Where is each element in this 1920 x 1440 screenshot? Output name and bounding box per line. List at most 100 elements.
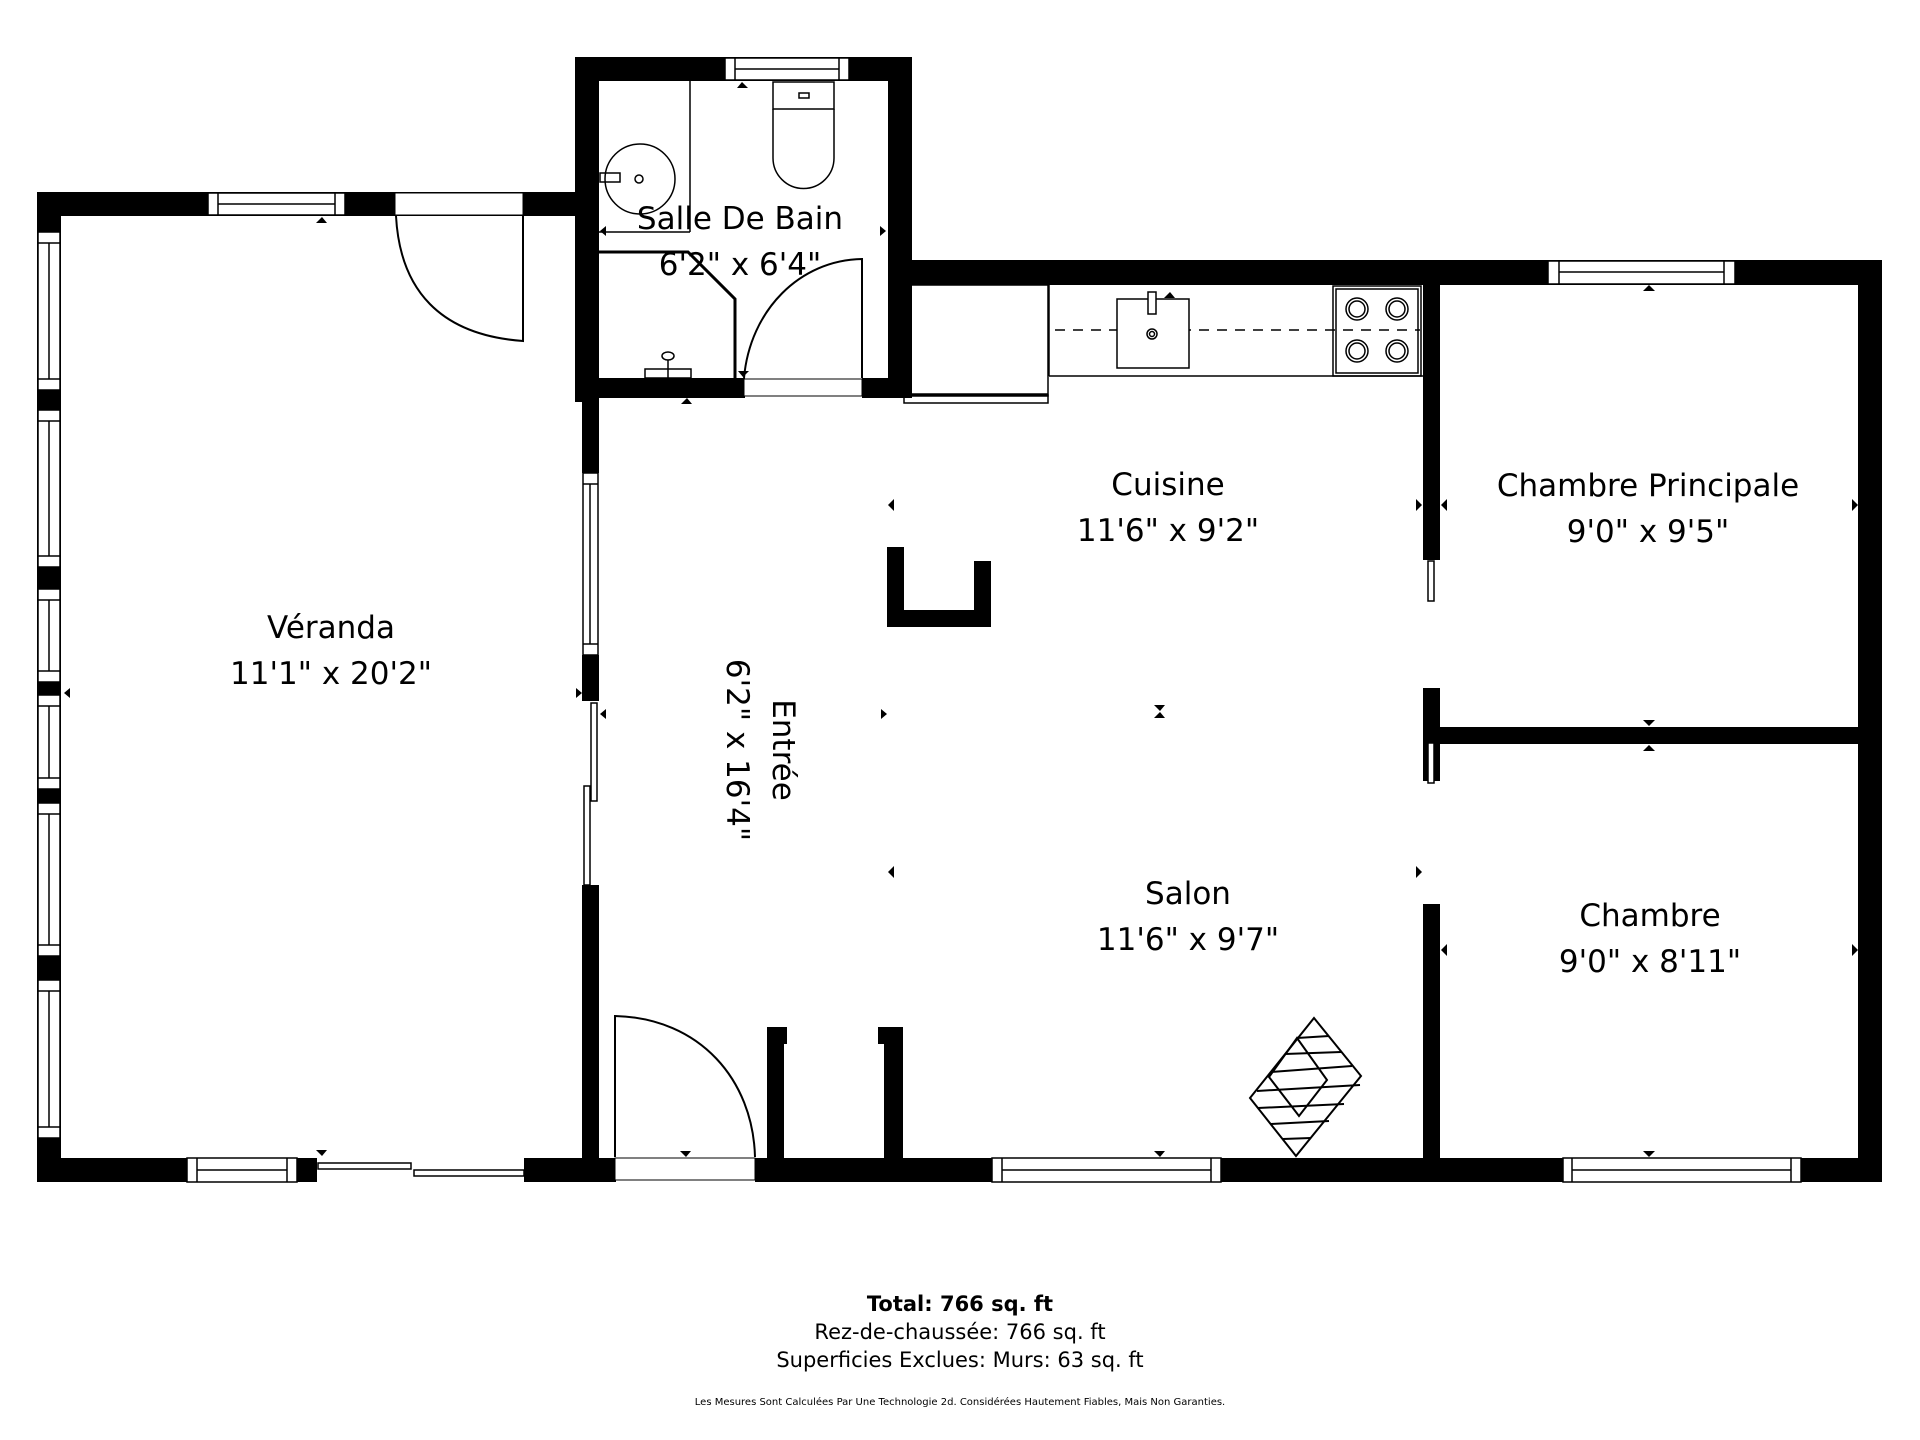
- wall-main-bottom-2: [1221, 1158, 1564, 1182]
- room-name: Chambre Principale: [1496, 468, 1800, 504]
- wall-bath-bottom: [575, 378, 745, 398]
- wall-bottom-mid: [524, 1158, 616, 1182]
- window-veranda-left-4: [37, 694, 61, 790]
- room-name: Cuisine: [1111, 467, 1225, 503]
- window-veranda-left-5: [37, 802, 61, 957]
- door-swing-entree: [614, 1014, 756, 1158]
- marker-chambre-p-top: [1643, 285, 1655, 291]
- window-veranda-left-2: [37, 409, 61, 568]
- door-swing-veranda-top: [395, 215, 524, 343]
- room-label-salle-de-bain: Salle De Bain 6'2" x 6'4": [637, 196, 843, 288]
- room-name: Chambre: [1579, 898, 1721, 934]
- wall-right: [1858, 260, 1882, 1182]
- closet-top-left: [767, 1027, 787, 1044]
- closet-top-right: [878, 1027, 903, 1044]
- door-swing-bathroom: [743, 257, 863, 379]
- door-chambre-principale: [1427, 560, 1435, 602]
- room-dimensions: 11'1" x 20'2": [230, 656, 432, 692]
- door-swings: [395, 215, 863, 1158]
- sliding-door-entree: [583, 702, 598, 886]
- room-dimensions: 11'6" x 9'2": [1076, 513, 1260, 549]
- window-veranda-left-3: [37, 588, 61, 683]
- rug-icon: [1248, 1016, 1363, 1158]
- total-area: Total: 766 sq. ft: [866, 1292, 1054, 1316]
- wall-entree-left-top: [582, 395, 599, 473]
- marker-cuisine-salon-divide-bottom: [1154, 712, 1165, 718]
- marker-cuisine-salon-divide-top: [1154, 705, 1165, 711]
- room-label-cuisine: Cuisine 11'6" x 9'2": [1077, 462, 1259, 554]
- window-salon-bottom: [991, 1157, 1222, 1183]
- marker-veranda-left: [64, 688, 70, 698]
- marker-cuisine-right: [1416, 499, 1422, 511]
- wall-entree-left-mid: [582, 655, 599, 701]
- room-name: Salon: [1145, 876, 1231, 912]
- bath-faucet-icon: [644, 351, 692, 379]
- window-chambre-principale-top: [1547, 260, 1736, 285]
- marker-entree-left: [600, 709, 606, 719]
- wall-main-bottom: [755, 1158, 993, 1182]
- closet-right-wall: [884, 1027, 903, 1162]
- room-name: Entrée: [765, 699, 801, 801]
- window-bathroom-top: [724, 57, 850, 81]
- room-label-chambre: Chambre 9'0" x 8'11": [1559, 893, 1741, 985]
- window-veranda-left-1: [37, 231, 61, 391]
- marker-cuisine-top: [1164, 292, 1175, 298]
- toilet-icon: [772, 81, 835, 190]
- wall-entree-left-bottom: [582, 885, 599, 1182]
- window-veranda-left-6: [37, 979, 61, 1139]
- marker-chambre-p-left: [1441, 499, 1447, 511]
- marker-chambre-top: [1643, 745, 1655, 751]
- wall-bedrooms-left-bottom: [1423, 904, 1440, 1182]
- closet-left-wall: [767, 1027, 784, 1162]
- stove-icon: [1332, 285, 1422, 377]
- window-entree-left: [582, 472, 599, 656]
- room-label-veranda: Véranda 11'1" x 20'2": [230, 605, 432, 697]
- room-name: Véranda: [267, 610, 395, 646]
- room-dimensions: 6'2" x 16'4": [719, 658, 755, 842]
- sliding-door-veranda: [317, 1162, 525, 1177]
- ground-floor-area: Rez-de-chaussée: 766 sq. ft: [814, 1320, 1106, 1344]
- door-chambre: [1427, 742, 1435, 784]
- fixtures: [599, 80, 1423, 1158]
- marker-veranda-right: [576, 688, 582, 698]
- room-label-salon: Salon 11'6" x 9'7": [1097, 871, 1279, 963]
- fridge-icon: [903, 284, 1049, 397]
- marker-bath-left: [600, 226, 606, 236]
- excluded-area: Superficies Exclues: Murs: 63 sq. ft: [776, 1348, 1144, 1372]
- door-opening-veranda-top: [394, 192, 524, 216]
- room-dimensions: 9'0" x 8'11": [1558, 944, 1742, 980]
- marker-salon-left: [888, 866, 894, 878]
- dimension-markers: [64, 82, 1858, 1157]
- marker-cuisine-left: [888, 499, 894, 511]
- marker-chambre-p-right: [1852, 499, 1858, 511]
- marker-chambre-p-bottom: [1643, 720, 1655, 726]
- room-label-entree: Entrée 6'2" x 16'4": [714, 659, 806, 841]
- marker-chambre-left: [1441, 944, 1447, 956]
- door-opening-bathroom: [743, 378, 863, 397]
- room-dimensions: 6'2" x 6'4": [658, 247, 822, 283]
- marker-chambre-right: [1852, 944, 1858, 956]
- marker-chambre-bottom: [1643, 1151, 1655, 1157]
- room-name: Salle De Bain: [636, 201, 844, 237]
- wall-bath-left: [575, 57, 599, 402]
- window-chambre-bottom: [1562, 1157, 1802, 1183]
- bath-sink-icon: [604, 143, 676, 215]
- marker-entree-bottom: [680, 1151, 691, 1157]
- kitchen-pillar: [887, 547, 991, 627]
- room-dimensions: 11'6" x 9'7": [1096, 922, 1280, 958]
- window-veranda-bottom: [186, 1157, 298, 1183]
- measurement-disclaimer: Les Mesures Sont Calculées Par Une Techn…: [694, 1397, 1226, 1408]
- room-dimensions: 9'0" x 9'5": [1566, 514, 1730, 550]
- marker-veranda-bottom: [316, 1150, 327, 1156]
- marker-salon-bottom: [1154, 1151, 1165, 1157]
- marker-salon-right: [1416, 866, 1422, 878]
- wall-main-bottom-3: [1800, 1158, 1882, 1182]
- door-opening-entree: [614, 1157, 756, 1181]
- marker-veranda-top: [316, 217, 327, 223]
- shower-enclosure: [599, 250, 737, 378]
- marker-bath-top: [737, 82, 748, 88]
- marker-entree-top: [681, 398, 692, 404]
- window-veranda-top: [207, 192, 346, 216]
- wall-bath-right: [888, 57, 912, 397]
